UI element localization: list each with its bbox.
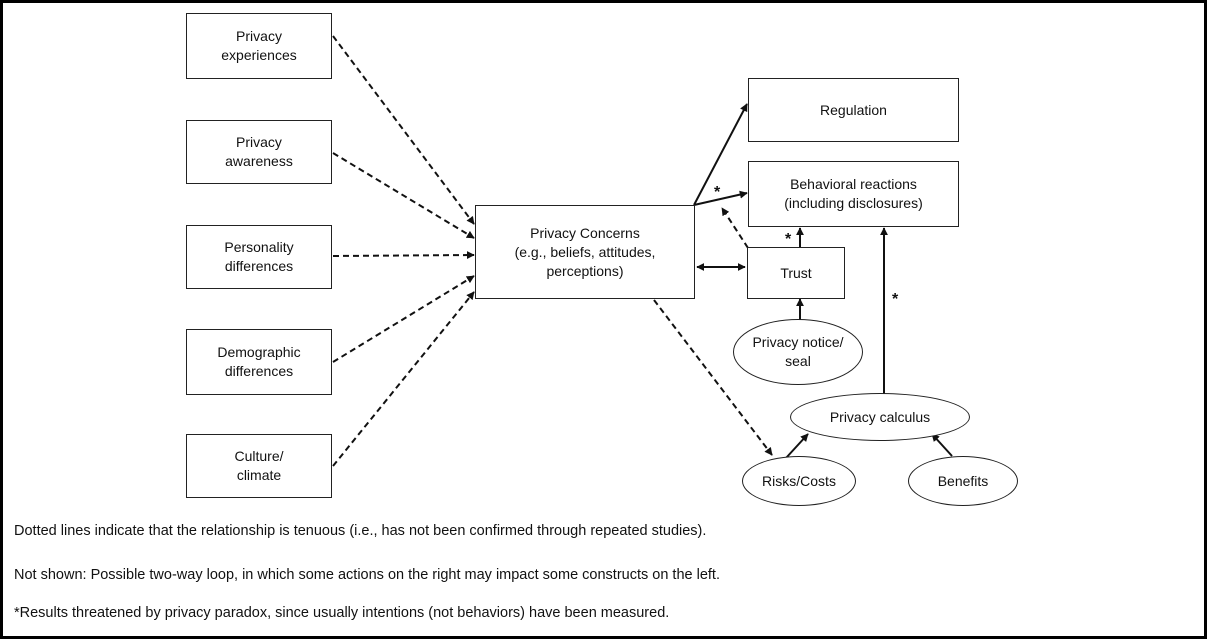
edge-trust-to-behavioral-dashed: [721, 207, 749, 249]
node-privacy-notice-seal: Privacy notice/ seal: [733, 319, 863, 385]
node-personality-differences: Personality differences: [186, 225, 332, 289]
edge-concerns-to-risks: [653, 299, 773, 456]
edge-concerns-to-behavioral: [693, 190, 748, 206]
edge-concerns-to-regulation: [693, 103, 748, 206]
edge-personality-to-concerns: [332, 251, 475, 260]
node-culture-climate: Culture/ climate: [186, 434, 332, 498]
node-privacy-experiences: Privacy experiences: [186, 13, 332, 79]
node-regulation: Regulation: [748, 78, 959, 142]
node-privacy-calculus: Privacy calculus: [790, 393, 970, 441]
paradox-star-concerns-behavioral: *: [714, 184, 721, 201]
edge-awareness-to-concerns: [332, 152, 475, 239]
paradox-star-calculus-behavioral: *: [892, 291, 899, 308]
edge-benefits-to-calculus: [931, 433, 953, 457]
edge-experiences-to-concerns: [332, 35, 475, 225]
edge-culture-to-concerns: [332, 291, 475, 467]
footnote-dotted-lines: Dotted lines indicate that the relations…: [14, 523, 707, 539]
footnote-privacy-paradox: *Results threatened by privacy paradox, …: [14, 605, 670, 621]
node-benefits: Benefits: [908, 456, 1018, 506]
node-privacy-concerns: Privacy Concerns (e.g., beliefs, attitud…: [475, 205, 695, 299]
node-risks-costs: Risks/Costs: [742, 456, 856, 506]
footnote-not-shown: Not shown: Possible two-way loop, in whi…: [14, 567, 720, 583]
edge-demographic-to-concerns: [332, 275, 475, 363]
node-trust: Trust: [747, 247, 845, 299]
paradox-star-trust-behavioral: *: [785, 231, 792, 248]
edge-risks-to-calculus: [785, 433, 809, 459]
node-privacy-awareness: Privacy awareness: [186, 120, 332, 184]
node-behavioral-reactions: Behavioral reactions (including disclosu…: [748, 161, 959, 227]
node-demographic-differences: Demographic differences: [186, 329, 332, 395]
